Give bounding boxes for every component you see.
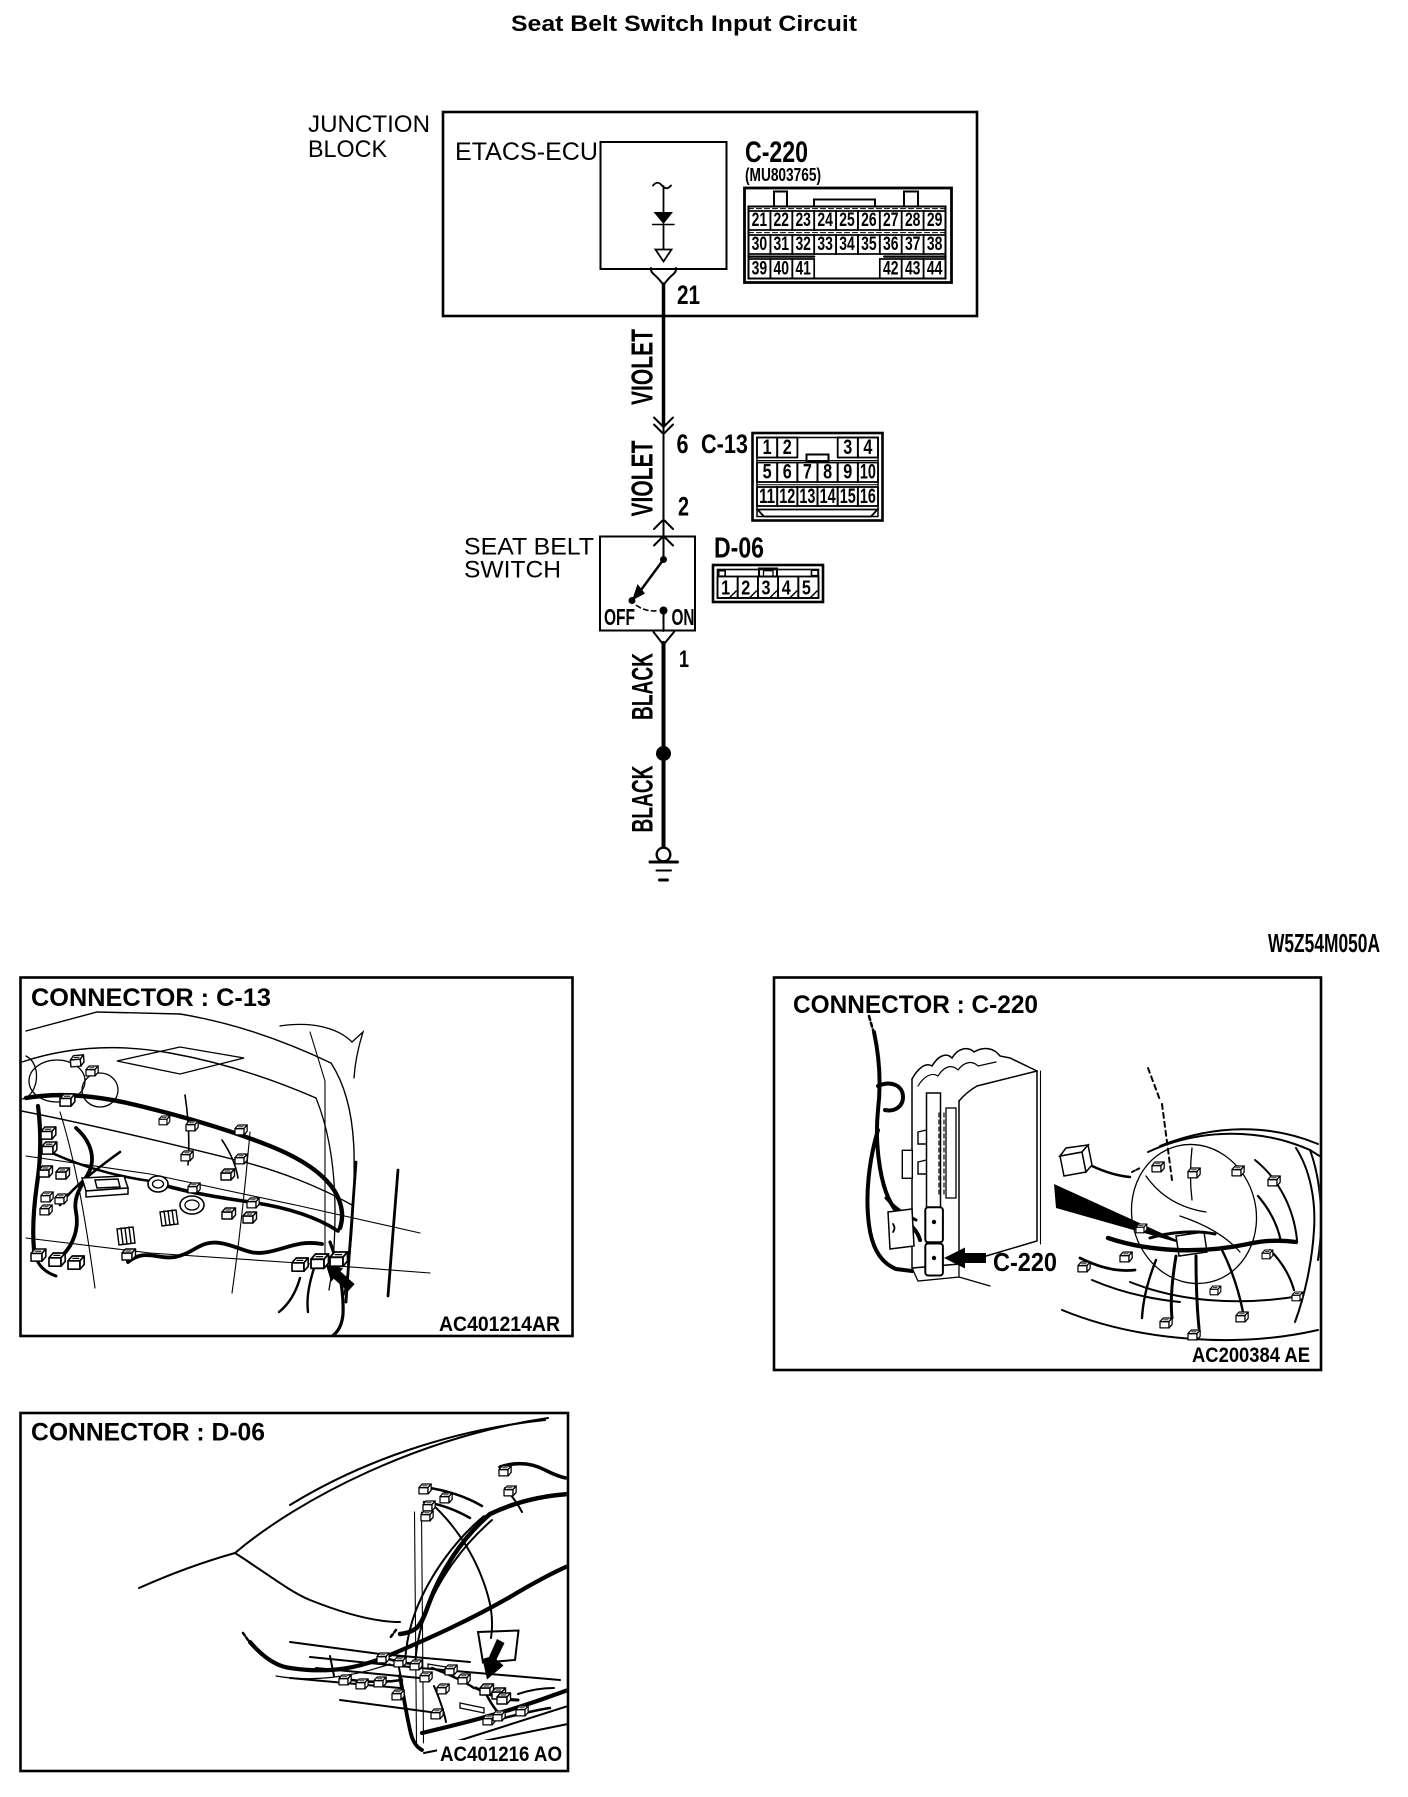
svg-text:Seat Belt Switch Input Circuit: Seat Belt Switch Input Circuit <box>511 11 858 36</box>
svg-text:40: 40 <box>774 258 790 280</box>
svg-text:15: 15 <box>840 485 856 508</box>
svg-text:5: 5 <box>763 461 772 484</box>
svg-text:1: 1 <box>721 578 730 600</box>
svg-text:CONNECTOR : C-13: CONNECTOR : C-13 <box>31 984 271 1012</box>
svg-text:C-13: C-13 <box>701 429 748 459</box>
svg-text:BLACK: BLACK <box>627 765 660 832</box>
svg-text:3: 3 <box>843 436 852 459</box>
svg-text:35: 35 <box>861 233 877 255</box>
svg-text:VIOLET: VIOLET <box>625 329 660 405</box>
svg-text:31: 31 <box>774 233 790 255</box>
svg-text:11: 11 <box>759 485 775 508</box>
svg-text:1: 1 <box>763 436 772 459</box>
svg-text:6: 6 <box>677 429 689 459</box>
svg-text:JUNCTION: JUNCTION <box>308 111 430 138</box>
svg-text:3: 3 <box>762 578 771 600</box>
svg-text:2: 2 <box>783 436 792 459</box>
svg-text:2: 2 <box>678 492 689 522</box>
svg-text:VIOLET: VIOLET <box>625 440 660 516</box>
svg-text:ON: ON <box>672 604 695 630</box>
svg-text:SWITCH: SWITCH <box>464 557 561 584</box>
svg-text:37: 37 <box>905 233 921 255</box>
svg-text:BLACK: BLACK <box>627 653 660 720</box>
svg-text:14: 14 <box>820 485 836 508</box>
svg-text:28: 28 <box>905 209 921 231</box>
svg-text:42: 42 <box>883 258 899 280</box>
svg-text:22: 22 <box>774 209 790 231</box>
svg-text:5: 5 <box>802 578 811 600</box>
svg-text:D-06: D-06 <box>714 533 764 565</box>
svg-text:16: 16 <box>860 485 876 508</box>
svg-text:8: 8 <box>823 461 832 484</box>
svg-text:SEAT BELT: SEAT BELT <box>464 534 594 561</box>
svg-text:34: 34 <box>839 233 855 255</box>
svg-text:7: 7 <box>803 461 812 484</box>
svg-text:13: 13 <box>799 485 815 508</box>
svg-text:10: 10 <box>860 461 876 484</box>
svg-text:21: 21 <box>677 280 700 310</box>
svg-text:27: 27 <box>883 209 899 231</box>
svg-text:12: 12 <box>779 485 795 508</box>
svg-text:C-220: C-220 <box>993 1247 1057 1277</box>
svg-text:38: 38 <box>927 233 943 255</box>
svg-text:AC401214AR: AC401214AR <box>439 1313 560 1336</box>
svg-text:CONNECTOR : D-06: CONNECTOR : D-06 <box>31 1419 265 1447</box>
svg-text:43: 43 <box>905 258 921 280</box>
svg-text:ETACS-ECU: ETACS-ECU <box>455 138 598 166</box>
svg-text:25: 25 <box>839 209 855 231</box>
svg-text:BLOCK: BLOCK <box>308 136 388 163</box>
svg-text:30: 30 <box>752 233 768 255</box>
svg-text:AC200384 AE: AC200384 AE <box>1192 1344 1310 1367</box>
svg-text:36: 36 <box>883 233 899 255</box>
svg-text:OFF: OFF <box>604 604 635 630</box>
svg-text:33: 33 <box>817 233 833 255</box>
svg-text:1: 1 <box>679 646 689 673</box>
svg-text:24: 24 <box>817 209 833 231</box>
svg-text:(MU803765): (MU803765) <box>745 164 821 185</box>
svg-text:C-220: C-220 <box>745 136 808 169</box>
svg-text:44: 44 <box>927 258 943 280</box>
svg-text:W5Z54M050A: W5Z54M050A <box>1268 928 1380 958</box>
svg-text:26: 26 <box>861 209 877 231</box>
svg-text:41: 41 <box>795 258 811 280</box>
svg-text:23: 23 <box>795 209 811 231</box>
svg-text:4: 4 <box>782 578 792 600</box>
svg-text:6: 6 <box>783 461 792 484</box>
svg-text:CONNECTOR : C-220: CONNECTOR : C-220 <box>793 991 1038 1019</box>
svg-text:29: 29 <box>927 209 943 231</box>
svg-text:9: 9 <box>843 461 852 484</box>
svg-text:2: 2 <box>741 578 750 600</box>
svg-text:AC401216 AO: AC401216 AO <box>440 1743 562 1766</box>
svg-text:21: 21 <box>752 209 768 231</box>
svg-text:39: 39 <box>752 258 768 280</box>
svg-text:32: 32 <box>795 233 811 255</box>
svg-text:4: 4 <box>863 436 872 459</box>
